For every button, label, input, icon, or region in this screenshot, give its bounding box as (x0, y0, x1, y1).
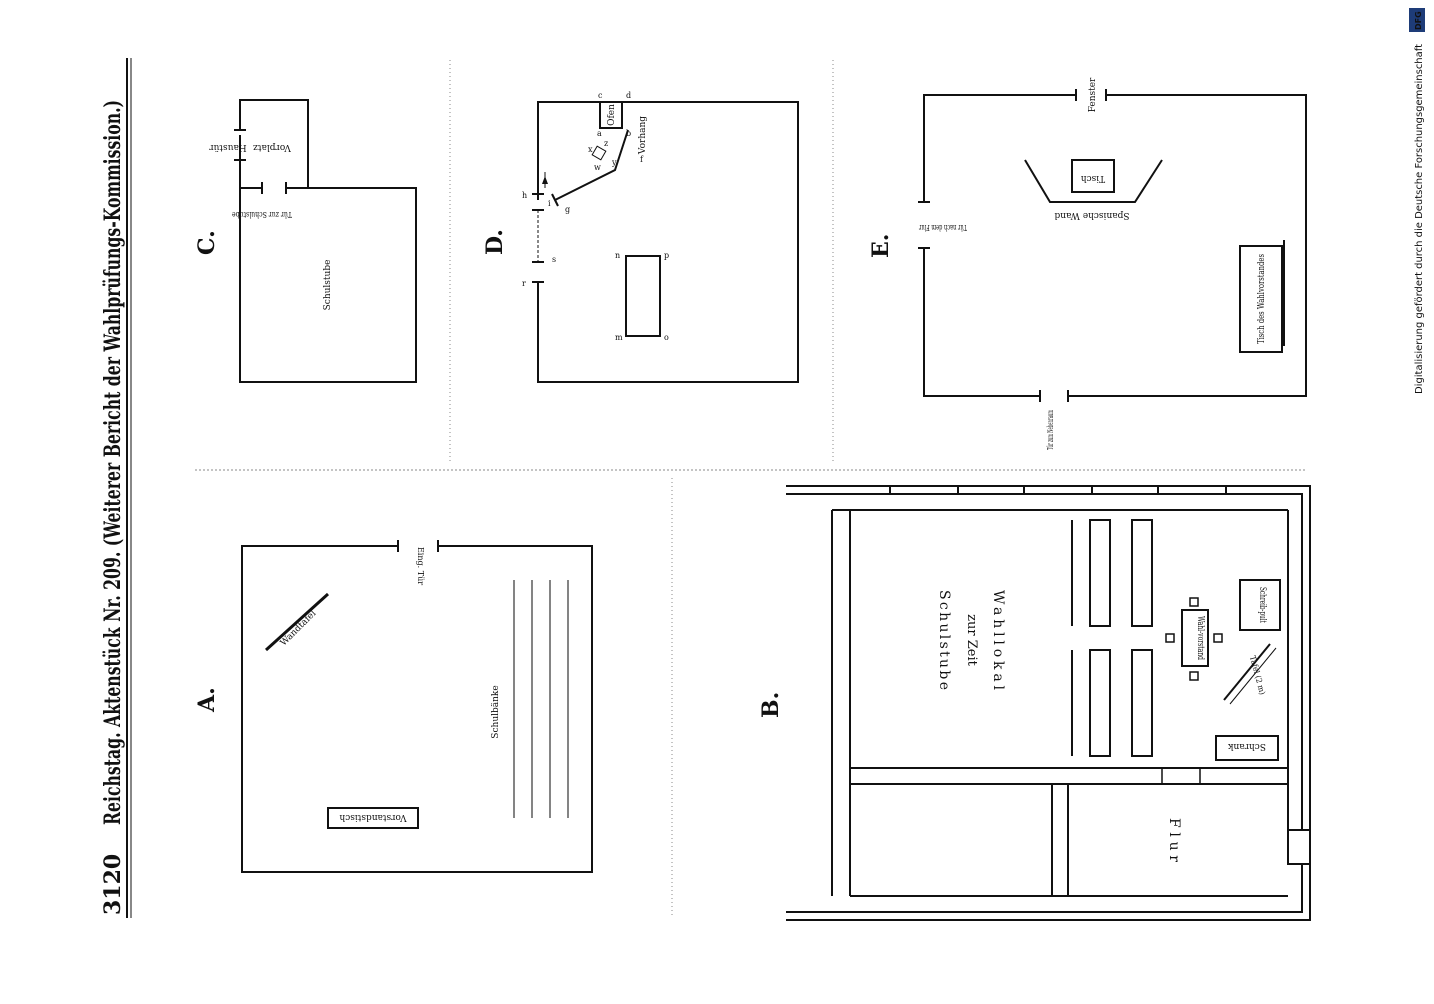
b-blackboard-label: Tafel (2 m) (1248, 655, 1267, 696)
svg-text:a: a (597, 129, 602, 138)
svg-text:f: f (640, 155, 644, 164)
benches-label: Schulbänke (491, 685, 501, 738)
door-corridor-label: Tür nach dem Flur (919, 223, 967, 232)
b-desk (1239, 579, 1281, 631)
plan-d-letters: c d a b f g h i r s m n o p x y z w (522, 91, 669, 342)
curtain-label: Vorhang (638, 116, 648, 155)
plan-d: D. Ofen Vorhang c d a b f g h i r s m n … (482, 91, 799, 383)
schoolroom-line-1: Schulstube (936, 590, 952, 690)
plan-b: B. Schulstube z (758, 485, 1311, 921)
board-table (1239, 245, 1283, 353)
plan-e-letter: E. (868, 234, 894, 258)
svg-text:w: w (594, 163, 601, 172)
svg-text:g: g (565, 205, 570, 214)
svg-text:s: s (552, 255, 556, 264)
svg-text:d: d (626, 91, 631, 100)
house-door-label: Haustür (209, 142, 247, 152)
dfg-note-text: Digitalisierung gefördert durch die Deut… (1414, 44, 1425, 394)
dfg-note: DFG Digitalisierung gefördert durch die … (1409, 8, 1425, 394)
e-table-label: Tisch (1081, 173, 1106, 183)
door-side-label: Tür zum Nebenraum (1046, 410, 1055, 450)
board-table-label: Tisch des Wahlvorstandes (1257, 254, 1267, 344)
door-to-school-label: Tür zur Schulstube (232, 210, 292, 219)
b-cupboard-label: Schrank (1227, 741, 1265, 751)
svg-text:z: z (604, 139, 608, 148)
b-desk-label: Schreib-pult (1257, 587, 1267, 623)
plan-c: C. Haustür Vorplatz Tür zur Schulstube S… (194, 99, 417, 383)
plan-a-letter: A. (194, 687, 220, 713)
b-board-label: Wahl-vorstand (1195, 616, 1205, 660)
page-number: 3120 (100, 854, 126, 915)
svg-text:p: p (664, 251, 669, 260)
stove (599, 101, 623, 129)
schoolroom-label: Schulstube (323, 260, 333, 311)
page-header: 3120 Reichstag. Aktenstück Nr. 209. (Wei… (100, 58, 132, 918)
svg-text:i: i (548, 199, 551, 208)
svg-text:m: m (615, 333, 623, 342)
page-title: Reichstag. Aktenstück Nr. 209. (Weiterer… (100, 100, 126, 825)
svg-text:o: o (664, 333, 669, 342)
forecourt-label: Vorplatz (253, 142, 292, 152)
dfg-logo-text: DFG (1414, 11, 1423, 30)
stove-label: Ofen (607, 104, 617, 126)
spanish-wall (1024, 159, 1163, 203)
e-table (1071, 159, 1115, 193)
plan-e: E. Fenster Tür nach dem Flur Spanische W… (868, 77, 1307, 450)
plan-c-letter: C. (194, 230, 220, 255)
window-label: Fenster (1088, 77, 1098, 112)
schoolroom-line-3: Wahllokal (990, 590, 1006, 691)
board-table-a (327, 807, 419, 829)
corridor-label: Flur (1166, 818, 1182, 862)
blackboard (264, 592, 330, 652)
plan-d-letter: D. (482, 229, 508, 255)
plan-d-table (625, 255, 661, 337)
board-table-a-label: Vorstandstisch (339, 812, 407, 822)
svg-text:x: x (588, 145, 593, 154)
school-benches (1071, 519, 1153, 757)
svg-text:h: h (522, 191, 527, 200)
dfg-logo (1409, 8, 1425, 32)
b-cupboard (1215, 735, 1279, 761)
svg-text:y: y (611, 158, 617, 167)
entrance-label: Eing. Tür (416, 547, 425, 585)
plan-b-letter: B. (758, 692, 784, 718)
spanish-wall-label: Spanische Wand (1054, 210, 1129, 220)
section-dividers (195, 60, 1305, 918)
plan-a: A. Eing. Tür Wandtafel Schulbänke Vorsta… (194, 540, 593, 873)
blackboard-label: Wandtafel (279, 609, 319, 649)
bench-lines (513, 580, 569, 818)
svg-text:r: r (522, 279, 526, 288)
schoolroom-line-2: zur Zeit (964, 614, 979, 666)
b-board-table (1181, 609, 1209, 667)
svg-text:c: c (598, 91, 603, 100)
svg-text:b: b (626, 129, 631, 138)
svg-text:n: n (615, 251, 620, 260)
